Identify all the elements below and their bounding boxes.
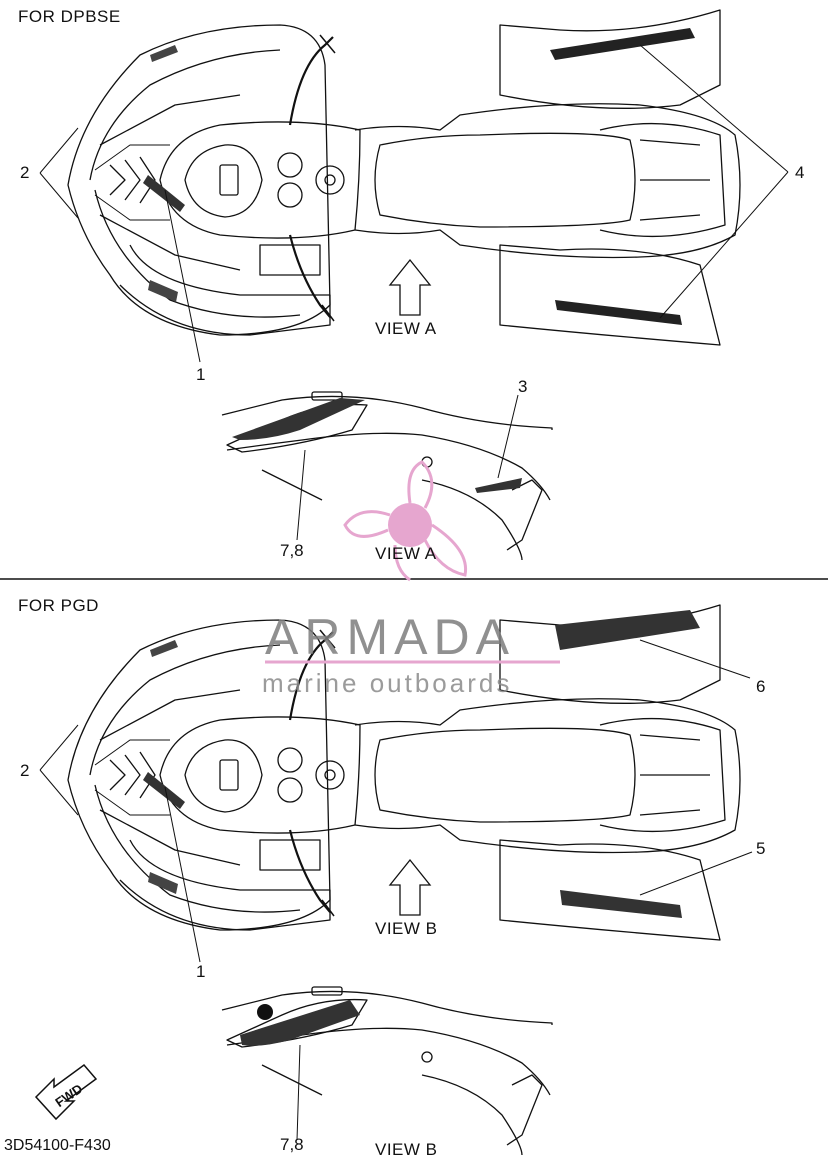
decal-1 bbox=[143, 175, 185, 212]
view-label-b-top: VIEW B bbox=[375, 919, 438, 938]
leader-2b bbox=[39, 724, 79, 816]
decal-3 bbox=[475, 478, 522, 493]
leader-1a bbox=[164, 189, 201, 363]
callout-4: 4 bbox=[795, 163, 805, 182]
leader-1b bbox=[164, 786, 201, 963]
decal-lower-front bbox=[148, 280, 178, 302]
leader-78b bbox=[296, 1044, 301, 1141]
side-view-a bbox=[221, 391, 553, 561]
leader-78a bbox=[296, 449, 306, 541]
view-label-b-bottom: VIEW B bbox=[375, 1140, 438, 1156]
callout-78-b: 7,8 bbox=[280, 1135, 304, 1154]
decal-6 bbox=[555, 610, 700, 650]
leader-2a bbox=[39, 127, 79, 219]
decal-upper-front bbox=[150, 45, 178, 62]
view-arrow-b bbox=[388, 858, 432, 916]
leader-5 bbox=[639, 851, 753, 896]
decal-4-lower bbox=[555, 300, 682, 325]
decal-4-upper bbox=[550, 28, 695, 60]
decal-5 bbox=[560, 890, 682, 918]
callout-5: 5 bbox=[756, 839, 766, 858]
leader-3 bbox=[497, 394, 519, 479]
watermark-tagline: marine outboards bbox=[262, 668, 513, 698]
callout-2-a: 2 bbox=[20, 163, 30, 182]
part-code: 3D54100-F430 bbox=[4, 1137, 111, 1154]
view-label-a-bottom: VIEW A bbox=[375, 544, 437, 563]
leader-4 bbox=[639, 44, 789, 319]
view-arrow-a bbox=[388, 258, 432, 316]
atv-top-view-a bbox=[66, 8, 742, 347]
side-view-b bbox=[221, 986, 553, 1156]
view-label-a-top: VIEW A bbox=[375, 319, 437, 338]
atv-top-view-b bbox=[66, 603, 742, 942]
callout-78-a: 7,8 bbox=[280, 541, 304, 560]
callout-1-b: 1 bbox=[196, 962, 206, 981]
section-title-pgd: FOR PGD bbox=[18, 596, 99, 615]
leader-6 bbox=[639, 639, 751, 679]
section-title-dpbse: FOR DPBSE bbox=[18, 7, 121, 26]
callout-6: 6 bbox=[756, 677, 766, 696]
callout-1-a: 1 bbox=[196, 365, 206, 384]
propeller-icon bbox=[343, 460, 468, 582]
watermark-brand: ARMADA bbox=[265, 609, 515, 665]
callout-3: 3 bbox=[518, 377, 528, 396]
callout-2-b: 2 bbox=[20, 761, 30, 780]
